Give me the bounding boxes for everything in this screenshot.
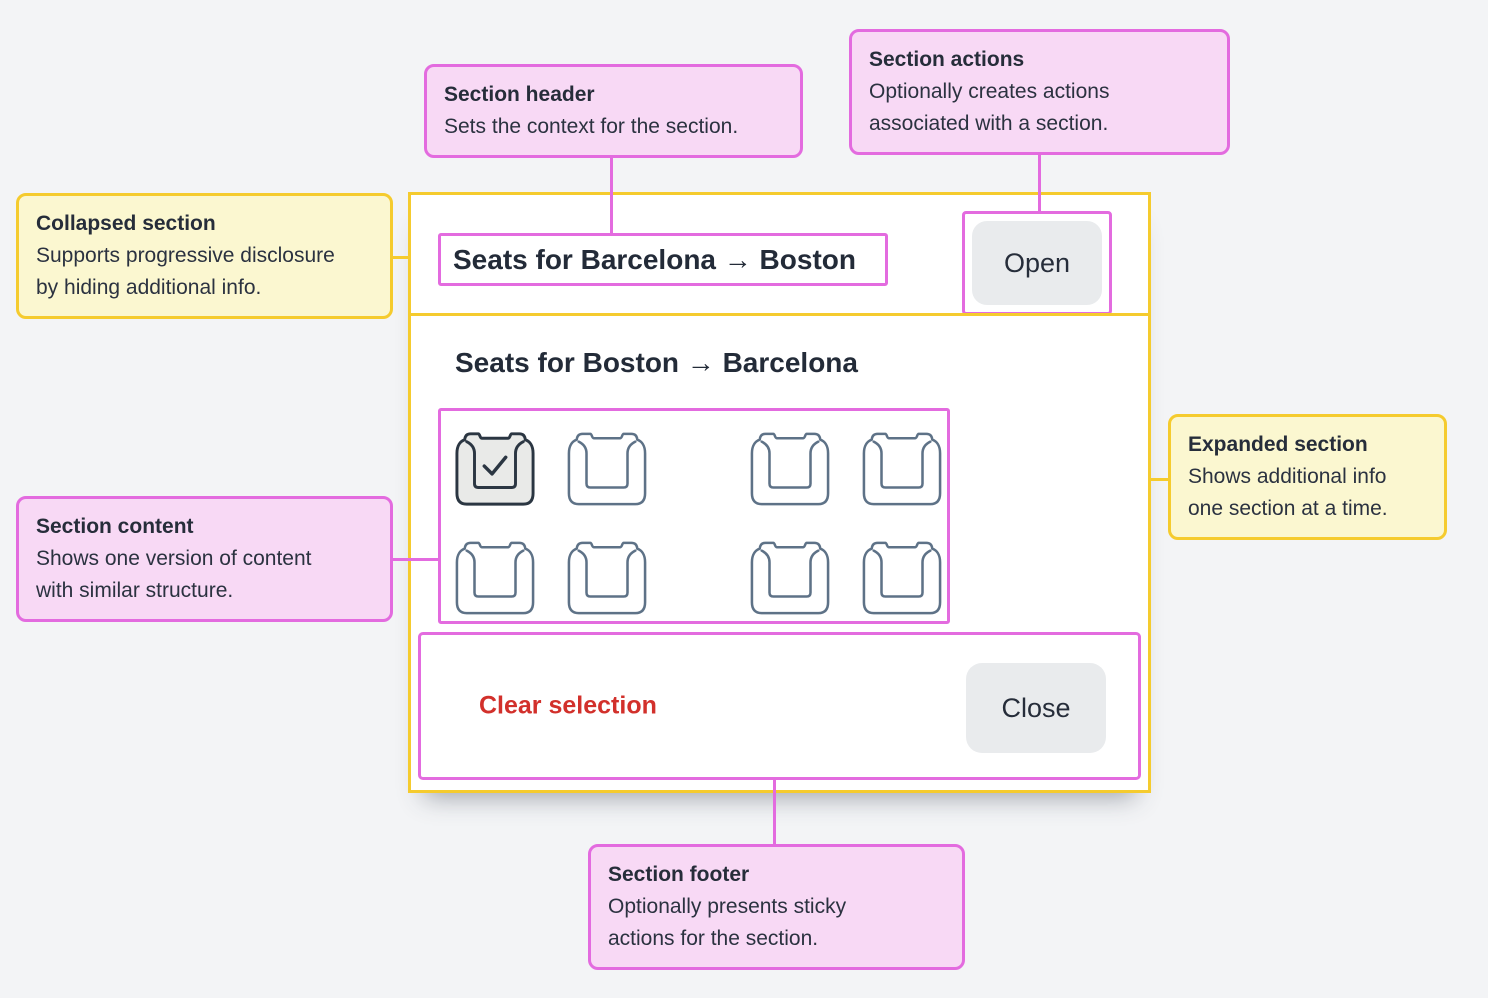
callout-collapsed-section: Collapsed section Supports progressive d…	[16, 193, 393, 319]
connector-expanded-section	[1149, 478, 1170, 481]
callout-expanded-section: Expanded section Shows additional info o…	[1168, 414, 1447, 540]
collapsed-section-title: Seats for Barcelona → Boston	[453, 244, 856, 275]
callout-title: Section header	[444, 83, 595, 106]
section-content-outline	[438, 408, 950, 624]
seat-selection-panel: Seats for Barcelona → Boston Open Seats …	[408, 192, 1151, 793]
callout-body: Optionally creates actions associated wi…	[869, 80, 1110, 135]
aisle-gap	[677, 536, 720, 537]
seat[interactable]	[860, 427, 944, 509]
callout-title: Section footer	[608, 863, 750, 886]
callout-section-actions: Section actions Optionally creates actio…	[849, 29, 1230, 155]
connector-section-footer	[773, 779, 776, 846]
seat[interactable]	[860, 536, 944, 618]
callout-title: Section content	[36, 515, 194, 538]
seat[interactable]	[748, 427, 832, 509]
connector-collapsed-section	[390, 256, 410, 259]
callout-section-content: Section content Shows one version of con…	[16, 496, 393, 622]
check-icon	[482, 455, 508, 476]
connector-section-actions	[1038, 152, 1041, 213]
callout-section-footer: Section footer Optionally presents stick…	[588, 844, 965, 970]
clear-selection-button[interactable]: Clear selection	[479, 691, 657, 720]
callout-body: Optionally presents sticky actions for t…	[608, 895, 847, 950]
seat[interactable]	[565, 536, 649, 618]
open-button[interactable]: Open	[972, 221, 1102, 305]
section-header-outline: Seats for Barcelona → Boston	[438, 233, 888, 286]
callout-body: Shows one version of content with simila…	[36, 547, 312, 602]
aisle-gap	[677, 427, 720, 428]
callout-title: Collapsed section	[36, 212, 216, 235]
callout-title: Section actions	[869, 48, 1025, 71]
connector-section-content	[390, 558, 440, 561]
close-button[interactable]: Close	[966, 663, 1106, 753]
callout-section-header: Section header Sets the context for the …	[424, 64, 803, 158]
seat[interactable]	[453, 536, 537, 618]
seat-row	[453, 427, 944, 509]
seat-selected[interactable]	[453, 427, 537, 509]
seat[interactable]	[748, 536, 832, 618]
connector-section-header	[610, 155, 613, 235]
seat-map	[453, 427, 944, 645]
section-divider	[408, 313, 1151, 316]
callout-body: Shows additional info one section at a t…	[1188, 465, 1388, 520]
seat-row	[453, 536, 944, 618]
section-footer: Clear selection Close	[418, 632, 1141, 780]
callout-title: Expanded section	[1188, 433, 1368, 456]
section-actions-outline: Open	[962, 211, 1112, 315]
callout-body: Sets the context for the section.	[444, 115, 739, 138]
seat[interactable]	[565, 427, 649, 509]
callout-body: Supports progressive disclosure by hidin…	[36, 244, 335, 299]
expanded-section-title: Seats for Boston → Barcelona	[455, 347, 858, 378]
